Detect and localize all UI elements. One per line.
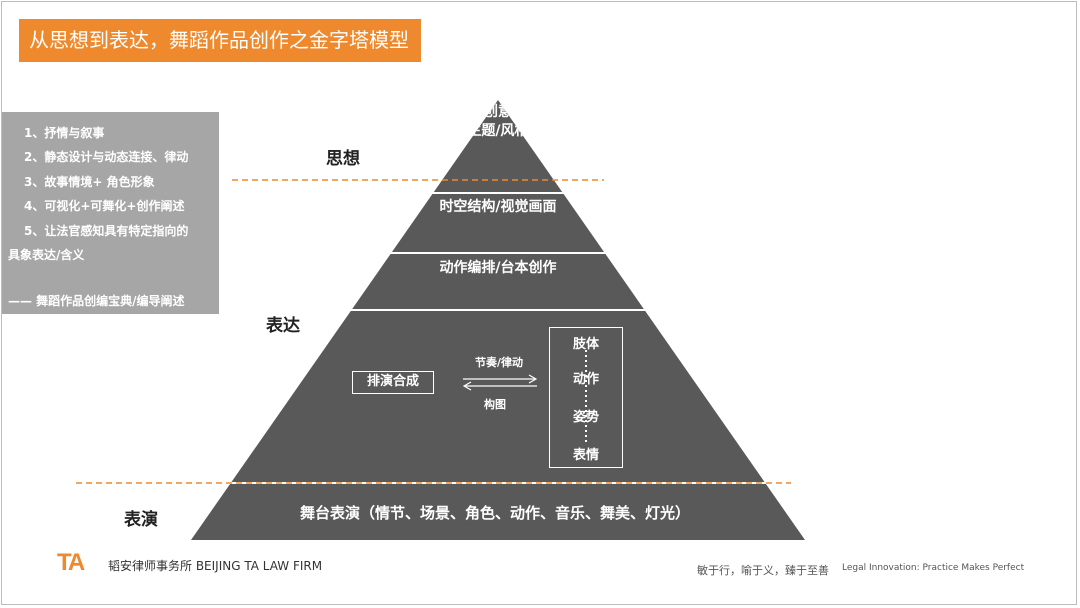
- source-credit: —— 舞蹈作品创编宝典/编导阐述: [8, 294, 185, 308]
- arrow-label-rhythm: 节奏/律动: [475, 356, 524, 369]
- tier-label-choreography: 动作编排/台本创作: [439, 260, 557, 276]
- list-item: 具象表达/含义: [8, 248, 85, 262]
- element-posture: 姿势: [572, 410, 599, 425]
- label-performance: 表演: [124, 510, 158, 530]
- arrow-label-composition: 构图: [484, 398, 506, 411]
- element-body: 肢体: [572, 337, 599, 352]
- list-item: 1、抒情与叙事: [24, 126, 105, 140]
- slide-title: 从思想到表达，舞蹈作品创作之金字塔模型: [19, 19, 421, 62]
- motto-chinese: 敏于行，喻于义，臻于至善: [697, 564, 829, 577]
- list-item: 4、可视化+可舞化+创作阐述: [24, 199, 185, 213]
- tier-label-stage: 舞台表演（情节、场景、角色、动作、音乐、舞美、灯光）: [299, 504, 691, 522]
- list-item: 2、静态设计与动态连接、律动: [24, 150, 189, 164]
- points-panel: 1、抒情与叙事 2、静态设计与动态连接、律动 3、故事情境+ 角色形象 4、可视…: [2, 112, 219, 314]
- element-expression: 表情: [572, 448, 599, 463]
- motto-english: Legal Innovation: Practice Makes Perfect: [842, 563, 1025, 573]
- rehearsal-box: 排演合成: [352, 371, 434, 394]
- label-expression: 表达: [266, 316, 300, 336]
- movement-elements-box: 肢体 动作 姿势 表情: [549, 327, 623, 468]
- pyramid-shape: [191, 100, 805, 540]
- element-movement: 动作: [572, 372, 599, 387]
- tier-label-structure: 时空结构/视觉画面: [439, 199, 557, 215]
- list-item: 3、故事情境+ 角色形象: [24, 175, 155, 189]
- firm-logo: TA: [57, 549, 85, 576]
- firm-name: 韬安律师事务所 BEIJING TA LAW FIRM: [108, 559, 323, 573]
- list-item: 5、让法官感知具有特定指向的: [24, 224, 189, 238]
- label-thought: 思想: [326, 149, 360, 169]
